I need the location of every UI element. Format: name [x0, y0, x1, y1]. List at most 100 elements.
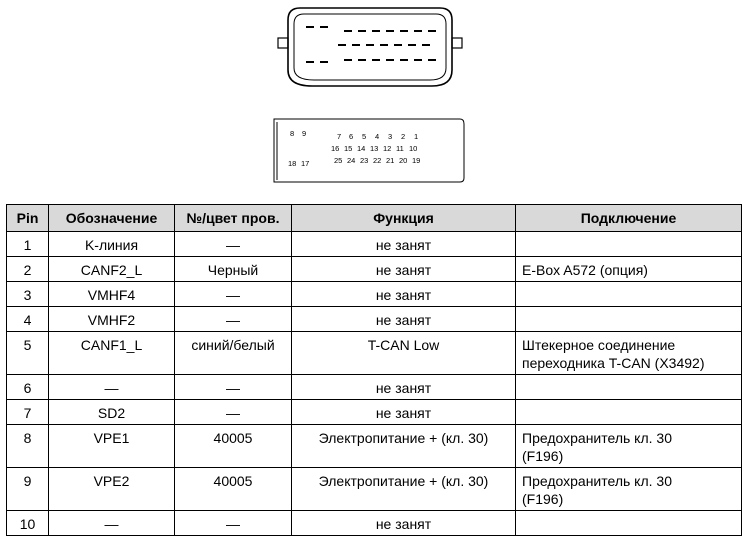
wire-cell-text: —	[226, 312, 240, 328]
pin-cell-text: 1	[23, 237, 32, 253]
pin-label: 9	[302, 129, 306, 138]
pin-label: 22	[373, 156, 381, 165]
designation-cell: K-линия	[48, 231, 175, 257]
wire-cell: —	[174, 306, 292, 332]
connection-cell-text-line2: (F196)	[522, 448, 564, 464]
pin-label: 14	[357, 144, 365, 153]
wire-cell-text: Черный	[207, 262, 259, 278]
pin-cell: 3	[6, 281, 49, 307]
pin-label: 2	[401, 132, 405, 141]
pin-label: 11	[396, 144, 404, 153]
function-cell-text: не занят	[375, 405, 432, 421]
pin-cell-text: 8	[23, 430, 32, 446]
column-header-connection: Подключение	[515, 204, 742, 232]
connection-cell: E-Box A572 (опция)	[515, 256, 742, 282]
pin-cell: 9	[6, 467, 49, 511]
pin-cell: 5	[6, 331, 49, 375]
function-cell-text: Электропитание + (кл. 30)	[318, 430, 489, 446]
function-cell: не занят	[291, 256, 516, 282]
table-row: 10——не занят	[6, 510, 742, 536]
pin-label: 25	[334, 156, 342, 165]
function-cell-text: не занят	[375, 262, 432, 278]
function-cell-text: Электропитание + (кл. 30)	[318, 473, 489, 489]
pin-cell-text: 9	[23, 473, 32, 489]
designation-cell: —	[48, 510, 175, 536]
designation-cell: VMHF4	[48, 281, 175, 307]
pin-label: 19	[412, 156, 420, 165]
pin-label: 15	[344, 144, 352, 153]
function-cell-text: T-CAN Low	[367, 337, 440, 353]
pin-cell-text: 6	[23, 380, 32, 396]
wire-cell: —	[174, 281, 292, 307]
pin-number-labels: 8 9 7 6 5 4 3 2 1 16 15 14 13 12 11 10 1…	[288, 129, 420, 168]
pin-cell: 1	[6, 231, 49, 257]
pin-label: 13	[370, 144, 378, 153]
pin-cell: 6	[6, 374, 49, 400]
column-header-designation: Обозначение	[48, 204, 175, 232]
cavity-dashes	[306, 26, 436, 63]
wire-cell-text: синий/белый	[191, 337, 275, 353]
designation-cell-text: —	[104, 380, 119, 396]
pin-label: 5	[362, 132, 366, 141]
connection-cell-text: E-Box A572 (опция)	[522, 262, 648, 278]
pin-cell: 2	[6, 256, 49, 282]
pin-cell-text: 3	[23, 287, 32, 303]
designation-cell-text: CANF2_L	[80, 262, 143, 278]
wire-cell: —	[174, 510, 292, 536]
table-row: 2 CANF2_L Черный не занят E-Box A572 (опция)	[6, 256, 742, 282]
designation-cell-text: SD2	[97, 405, 126, 421]
connection-cell	[515, 231, 742, 257]
pin-cell: 8	[6, 424, 49, 468]
designation-cell: SD2	[48, 399, 175, 425]
connection-cell	[515, 306, 742, 332]
function-cell-text: не занят	[375, 380, 432, 396]
connection-cell	[515, 399, 742, 425]
pin-label: 8	[290, 129, 294, 138]
designation-cell: VMHF2	[48, 306, 175, 332]
connection-cell	[515, 374, 742, 400]
function-cell: Электропитание + (кл. 30)	[291, 467, 516, 511]
table-row: 1 K-линия — не занят	[6, 231, 742, 257]
wire-cell: —	[174, 231, 292, 257]
pin-label: 23	[360, 156, 368, 165]
wire-cell-text: —	[226, 405, 240, 421]
connection-cell-text: Предохранитель кл. 30	[522, 430, 672, 446]
connection-cell-text-line2: переходника T-CAN (X3492)	[522, 355, 705, 371]
pin-label: 16	[331, 144, 339, 153]
pin-label: 12	[383, 144, 391, 153]
wire-cell: —	[174, 374, 292, 400]
designation-cell-text: VMHF2	[87, 312, 136, 328]
column-header-wire: №/цвет пров.	[174, 204, 292, 232]
designation-cell: VPE1	[48, 424, 175, 468]
table-row: 3 VMHF4 — не занят	[6, 281, 742, 307]
connection-cell: Предохранитель кл. 30(F196)	[515, 467, 742, 511]
connection-cell	[515, 281, 742, 307]
designation-cell-text: —	[104, 516, 119, 532]
wire-cell: Черный	[174, 256, 292, 282]
column-header-function: Функция	[291, 204, 516, 232]
wire-cell-text: —	[226, 516, 240, 532]
pin-label: 1	[414, 132, 418, 141]
function-cell: не занят	[291, 399, 516, 425]
table-row: 6 — — не занят	[6, 374, 742, 400]
function-cell-text: не занят	[375, 237, 432, 253]
designation-cell: CANF2_L	[48, 256, 175, 282]
function-cell-text: не занят	[375, 287, 432, 303]
wire-cell: синий/белый	[174, 331, 292, 375]
pin-cell-text: 5	[23, 337, 32, 353]
designation-cell-text: VMHF4	[87, 287, 136, 303]
function-cell: T-CAN Low	[291, 331, 516, 375]
pin-label: 18	[288, 159, 296, 168]
pin-label: 21	[386, 156, 394, 165]
designation-cell: —	[48, 374, 175, 400]
pin-cell-text: 4	[23, 312, 32, 328]
pin-cell-text: 2	[23, 262, 32, 278]
function-cell: не занят	[291, 231, 516, 257]
designation-cell-text: K-линия	[84, 237, 139, 253]
wire-cell-text: —	[226, 237, 240, 253]
